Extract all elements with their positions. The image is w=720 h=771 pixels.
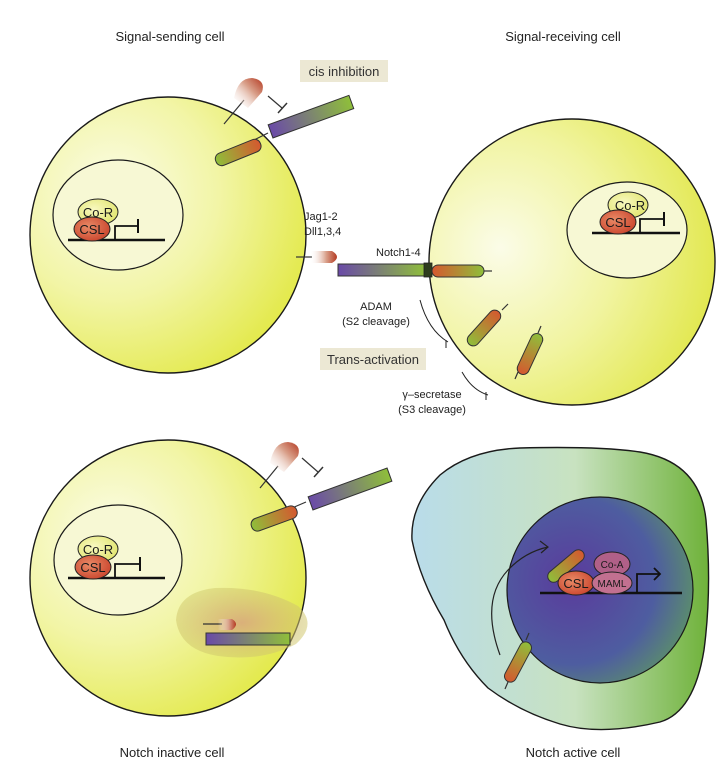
adam-cleavage-label: (S2 cleavage) xyxy=(342,316,410,328)
notch-active-cell: Co-A CSL MAML xyxy=(411,446,710,731)
gamma-cleavage-arrow xyxy=(461,371,489,396)
co-r-label: Co-R xyxy=(83,205,113,220)
cis-notch-intracellular xyxy=(214,138,262,167)
trans-activation-box xyxy=(320,348,426,370)
ligand-label-dll: Dll1,3,4 xyxy=(304,226,341,238)
cis-inhibition-box xyxy=(300,60,388,82)
gamma-cleavage-label: (S3 cleavage) xyxy=(398,404,466,416)
notch-intracellular-domain xyxy=(431,264,485,278)
notch-inactive-cell: Co-R CSL xyxy=(29,439,393,717)
csl-protein xyxy=(599,209,637,235)
trans-ligand xyxy=(310,251,337,263)
notch-receptor xyxy=(337,263,427,277)
cytoplasmic-nicd xyxy=(503,641,533,683)
co-a-label: Co-A xyxy=(601,560,624,571)
nucleus xyxy=(53,504,183,616)
co-r-label: Co-R xyxy=(83,542,113,557)
gamma-secretase-label: γ–secretase xyxy=(402,389,461,401)
csl-protein xyxy=(74,554,112,580)
translocation-arrow xyxy=(491,546,549,656)
co-r-label: Co-R xyxy=(615,198,645,213)
nuclear-nicd xyxy=(547,549,585,583)
csl-protein xyxy=(73,216,111,242)
csl-label: CSL xyxy=(80,560,105,575)
cis-notch-receptor xyxy=(267,94,355,139)
ligand-label-jag: Jag1-2 xyxy=(304,211,338,223)
csl-label: CSL xyxy=(605,215,630,230)
released-nicd xyxy=(466,309,502,347)
released-nicd xyxy=(516,332,544,376)
maml-protein xyxy=(591,571,633,595)
receptor-label: Notch1-4 xyxy=(376,247,421,259)
notch-active-cell-title: Notch active cell xyxy=(526,745,621,760)
csl-label: CSL xyxy=(79,222,104,237)
trans-activation-label: Trans-activation xyxy=(327,352,419,367)
cis-inhibition-label: cis inhibition xyxy=(309,64,380,79)
cis-notch-receptor xyxy=(307,467,393,511)
maml-label: MAML xyxy=(598,579,627,590)
signal-sending-cell-title: Signal-sending cell xyxy=(115,29,224,44)
adam-cleavage-arrow xyxy=(419,299,449,343)
signal-sending-cell: Co-R CSL xyxy=(29,78,355,374)
cis-notch-intracellular xyxy=(250,505,298,532)
signal-receiving-cell-title: Signal-receiving cell xyxy=(505,29,621,44)
csl-label: CSL xyxy=(563,576,588,591)
adam-label: ADAM xyxy=(360,301,392,313)
signal-receiving-cell: Co-R CSL xyxy=(337,118,716,406)
internalized-receptor xyxy=(205,632,291,646)
notch-inactive-cell-title: Notch inactive cell xyxy=(120,745,225,760)
